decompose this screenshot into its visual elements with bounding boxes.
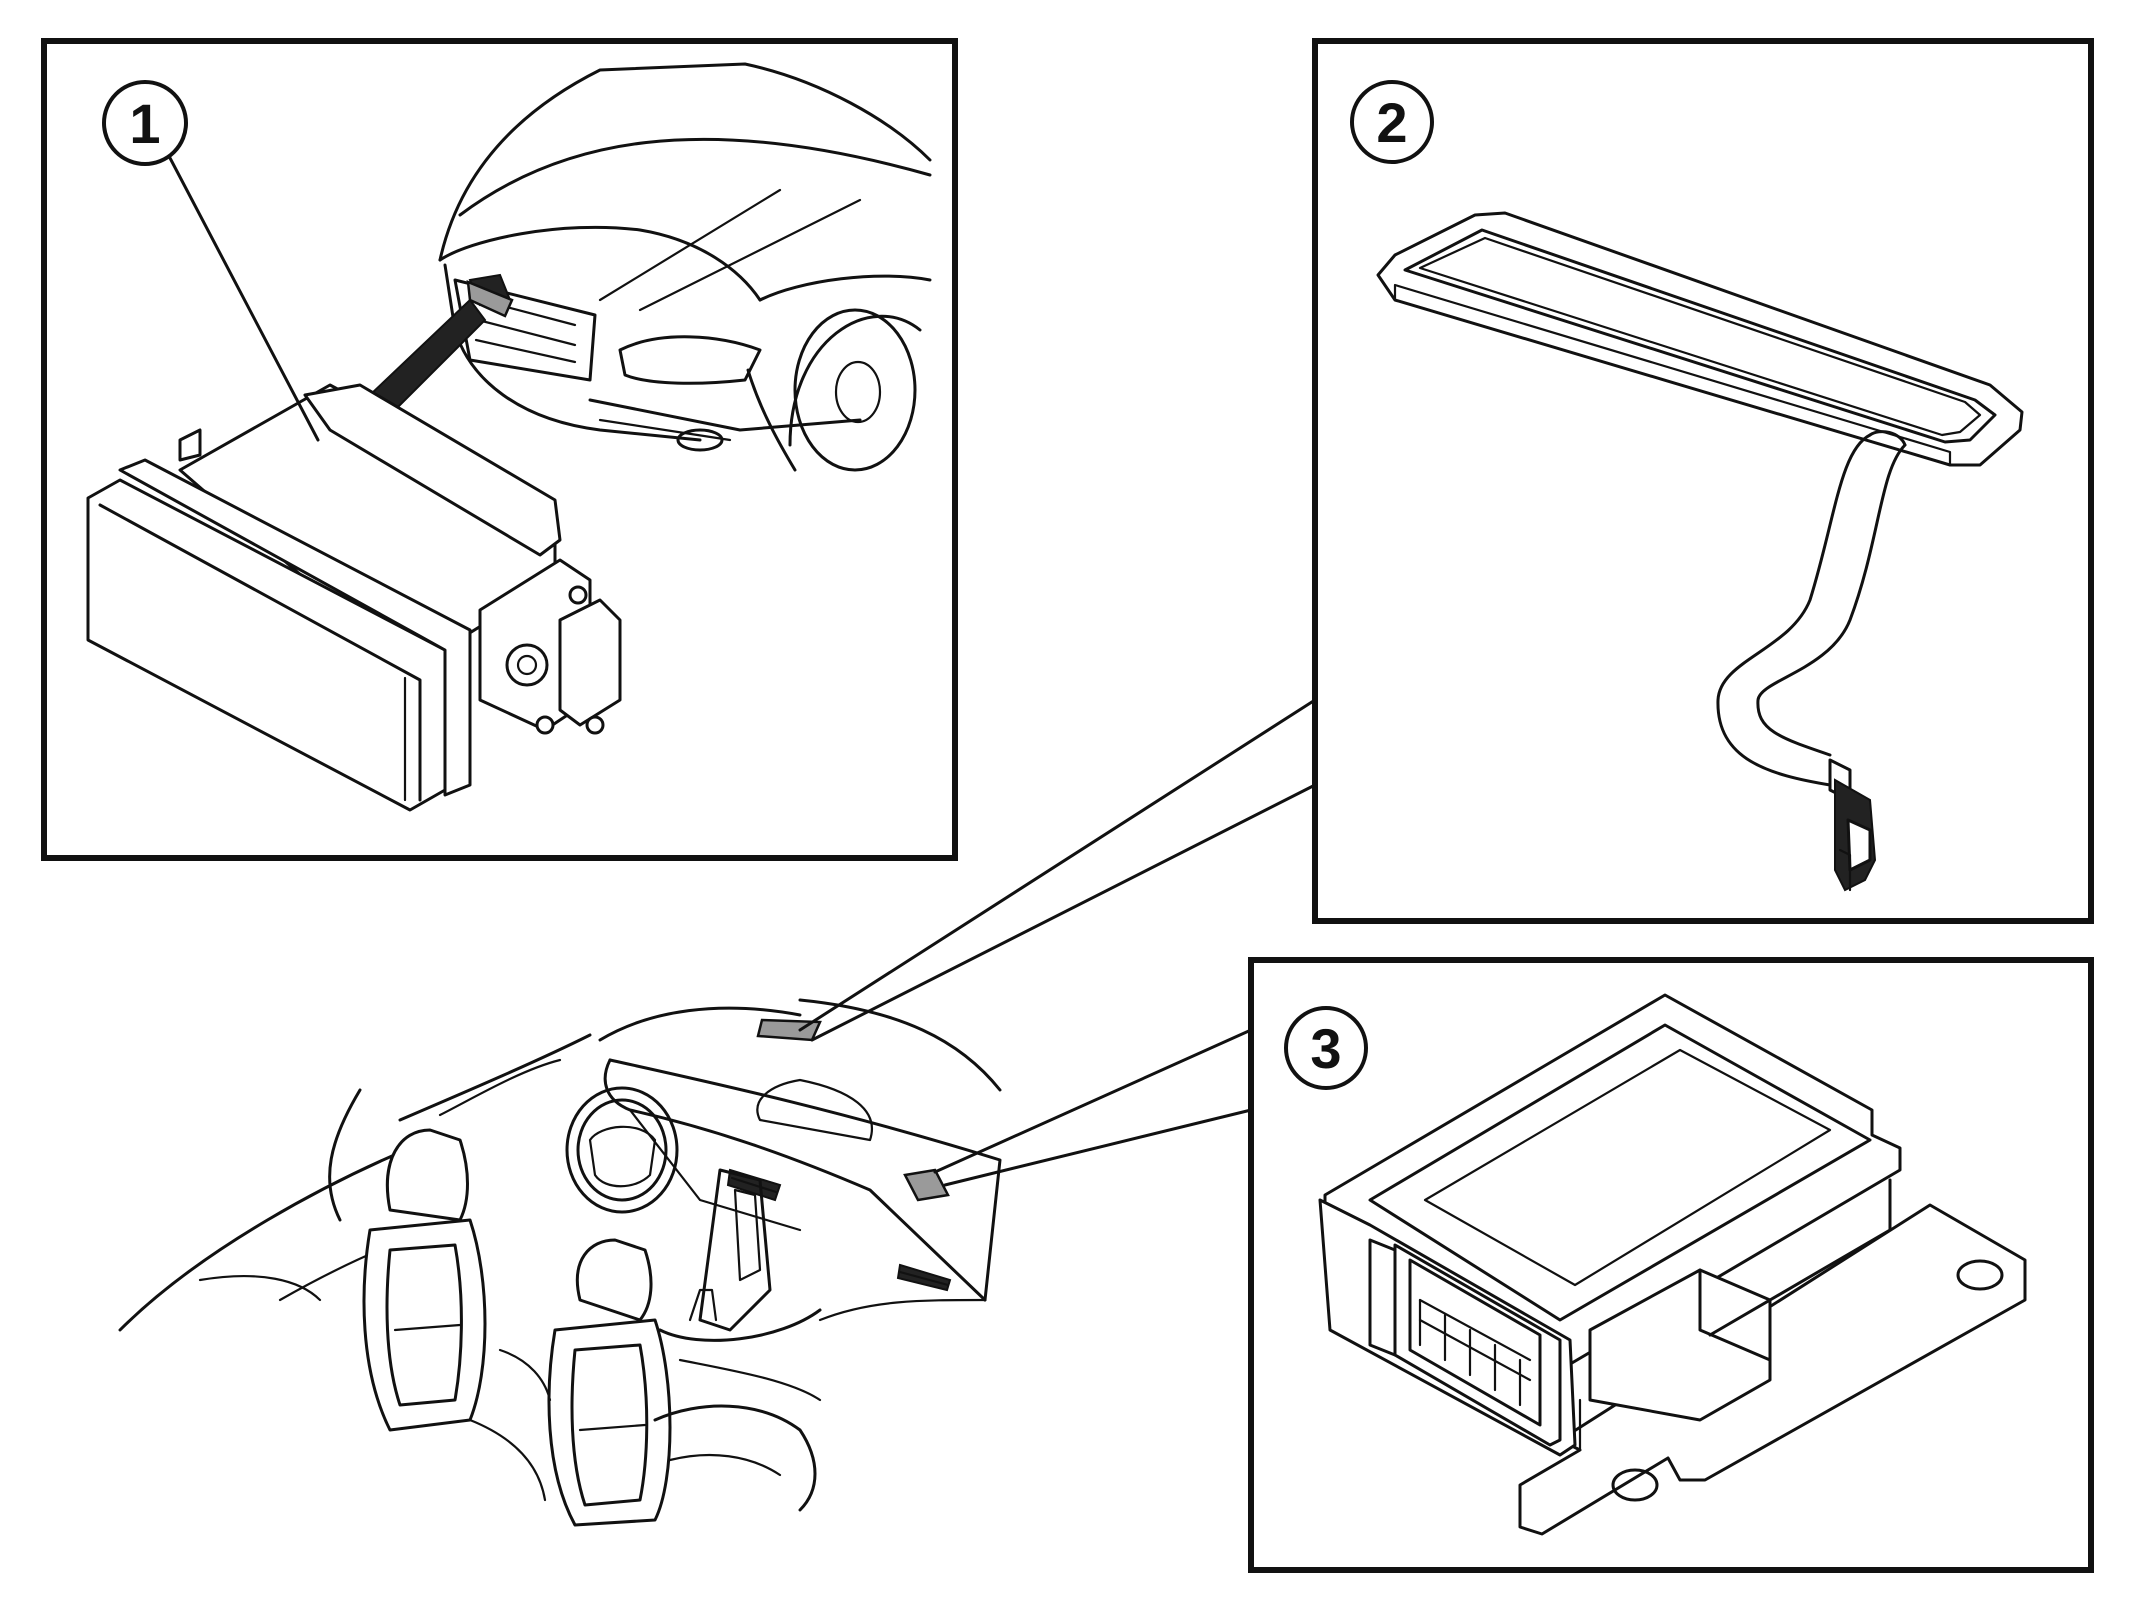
leader-line-2a <box>798 698 1317 1032</box>
callout-3: 3 <box>1284 1006 1368 1090</box>
sensor-cable <box>1716 430 1907 787</box>
callout-3-label: 3 <box>1310 1017 1341 1080</box>
callout-2-label: 2 <box>1376 91 1407 154</box>
dash-location-3-highlight <box>903 1168 950 1202</box>
leader-line-3a <box>933 1028 1253 1174</box>
leader-line-1 <box>168 156 320 442</box>
control-module-unit <box>1318 993 2027 1536</box>
leader-line-3b <box>943 1108 1253 1187</box>
sensor-strip <box>1376 211 2024 467</box>
panel-2-dashboard-sensor: 2 <box>1312 38 2094 924</box>
leader-line-2b <box>810 783 1317 1042</box>
callout-1-label: 1 <box>129 92 160 155</box>
connector-lines <box>798 698 1317 1187</box>
sensor-connector <box>1828 758 1877 892</box>
callout-1: 1 <box>102 80 188 166</box>
passenger-seat <box>547 1238 817 1527</box>
driver-seat <box>362 1128 487 1432</box>
front-sensor-module <box>86 383 622 812</box>
panel-1-front-sensor: 1 <box>41 38 958 861</box>
car-interior-illustration <box>118 998 1002 1527</box>
panel-3-control-module: 3 <box>1248 957 2094 1573</box>
callout-2: 2 <box>1350 80 1434 164</box>
panel-2-frame <box>1312 38 2094 924</box>
